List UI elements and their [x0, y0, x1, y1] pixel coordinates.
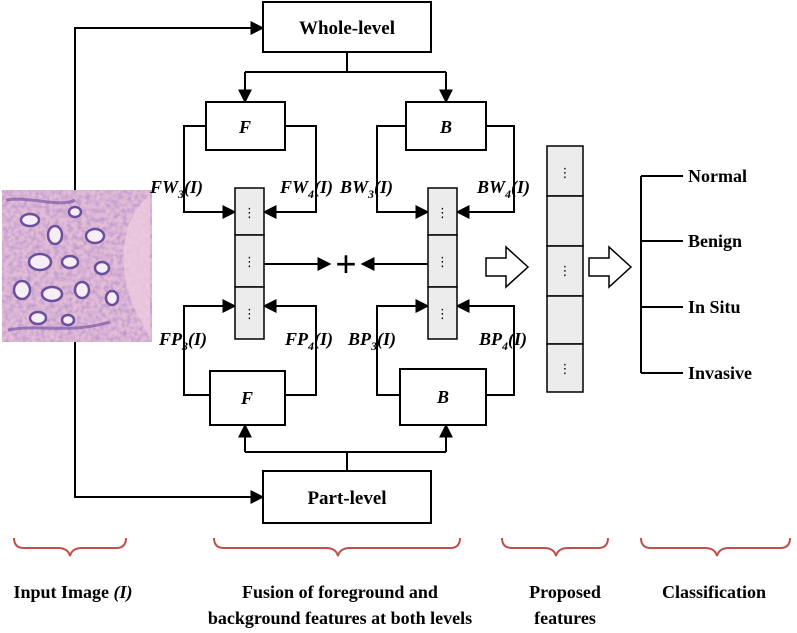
proposed-feature-vector: ⋮ ⋮ ⋮ — [546, 145, 584, 393]
label-fw3: FW3(I) — [149, 177, 203, 201]
svg-text:⋮: ⋮ — [436, 206, 449, 221]
background-feature-vector: ⋮ ⋮ ⋮ — [427, 187, 458, 340]
svg-text:⋮: ⋮ — [243, 206, 256, 221]
label-bp4: BP4(I) — [478, 329, 527, 353]
label-fp4: FP4(I) — [284, 329, 333, 353]
svg-text:⋮: ⋮ — [243, 307, 256, 322]
brace-proposed — [501, 537, 609, 557]
caption-fusion-line1: Fusion of foreground and — [242, 582, 438, 602]
label-bw3: BW3(I) — [339, 177, 393, 201]
class-invasive: Invasive — [688, 363, 752, 383]
label-bp3: BP3(I) — [347, 329, 396, 353]
caption-proposed-line2: features — [534, 608, 596, 628]
caption-proposed-line1: Proposed — [529, 582, 601, 602]
class-in-situ: In Situ — [688, 297, 741, 317]
label-bw4: BW4(I) — [476, 177, 530, 201]
svg-text:⋮: ⋮ — [436, 307, 449, 322]
caption-input-image: Input Image (I) — [13, 582, 132, 603]
class-benign: Benign — [688, 231, 742, 251]
svg-text:⋮: ⋮ — [436, 255, 449, 270]
caption-fusion-line2: background features at both levels — [208, 608, 472, 628]
brace-classification — [640, 537, 791, 557]
background-box-top: B — [405, 101, 487, 151]
label-fw4: FW4(I) — [279, 177, 333, 201]
foreground-label-top: F — [238, 117, 251, 137]
background-label-bottom: B — [436, 387, 449, 407]
background-label-top: B — [439, 117, 452, 137]
class-normal: Normal — [688, 166, 747, 186]
hollow-arrow-icon — [485, 245, 530, 289]
brace-input — [13, 537, 127, 557]
connectors — [74, 21, 683, 504]
part-level-label: Part-level — [307, 488, 386, 509]
hollow-arrow-icon — [588, 245, 633, 289]
svg-text:⋮: ⋮ — [559, 264, 572, 279]
foreground-box-bottom: F — [209, 370, 286, 426]
svg-text:⋮: ⋮ — [559, 166, 572, 181]
svg-text:⋮: ⋮ — [243, 255, 256, 270]
input-tissue-image — [2, 190, 152, 342]
whole-level-label: Whole-level — [299, 18, 395, 39]
svg-text:⋮: ⋮ — [559, 362, 572, 377]
foreground-box-top: F — [205, 101, 286, 151]
fusion-plus-symbol: + — [335, 244, 357, 286]
label-fp3: FP3(I) — [158, 329, 207, 353]
background-box-bottom: B — [399, 368, 487, 426]
foreground-label-bottom: F — [240, 388, 253, 408]
part-level-box: Part-level — [262, 470, 432, 524]
foreground-feature-vector: ⋮ ⋮ ⋮ — [234, 187, 265, 340]
brace-fusion — [213, 537, 461, 557]
caption-classification: Classification — [662, 582, 766, 602]
whole-level-box: Whole-level — [262, 1, 432, 53]
